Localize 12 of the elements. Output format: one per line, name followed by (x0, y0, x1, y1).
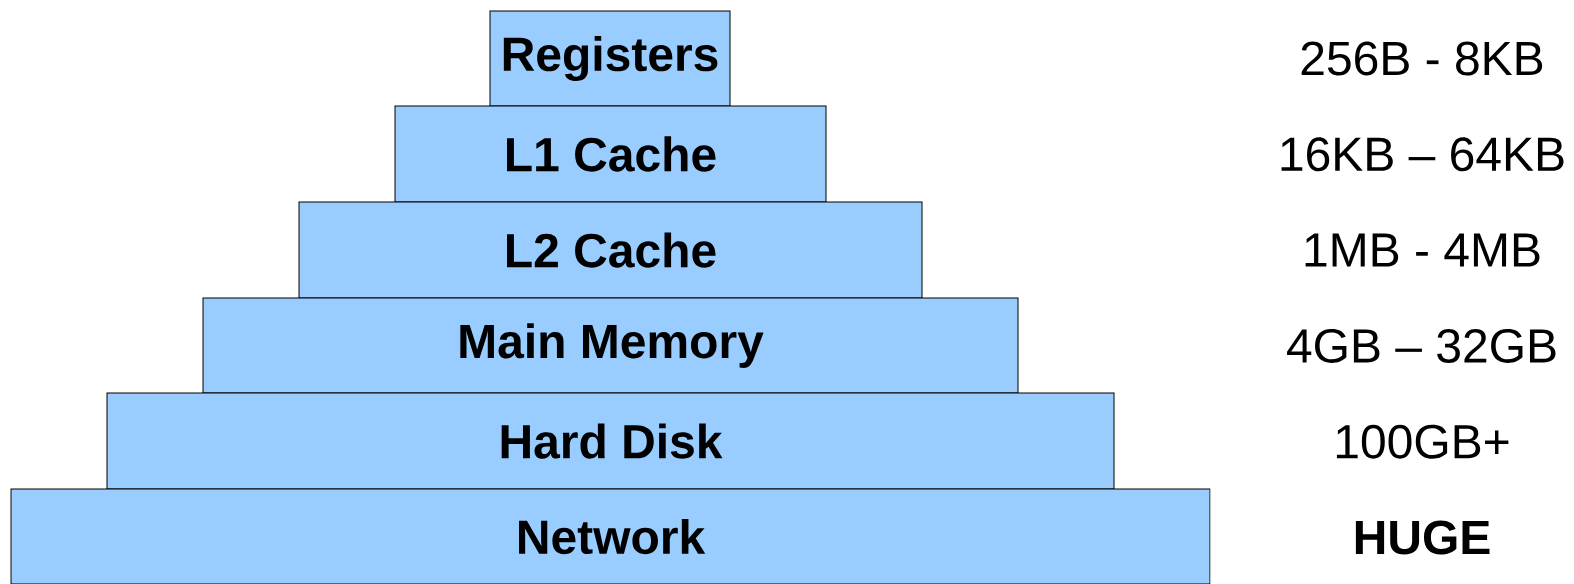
layer-box: Registers (489, 10, 731, 107)
layer-box: Hard Disk (106, 392, 1115, 490)
layer-box: L2 Cache (298, 201, 923, 299)
size-label: HUGE (1355, 520, 1490, 555)
size-label: 256B - 8KB (1301, 41, 1543, 76)
size-label: 1MB - 4MB (1305, 233, 1540, 267)
layer-box: Main Memory (202, 297, 1019, 394)
size-label: 16KB – 64KB (1281, 137, 1564, 172)
size-label: 100GB+ (1336, 424, 1509, 459)
layer-box: L1 Cache (394, 105, 827, 203)
size-label: 4GB – 32GB (1287, 328, 1556, 363)
layer-box: Network (10, 488, 1211, 584)
